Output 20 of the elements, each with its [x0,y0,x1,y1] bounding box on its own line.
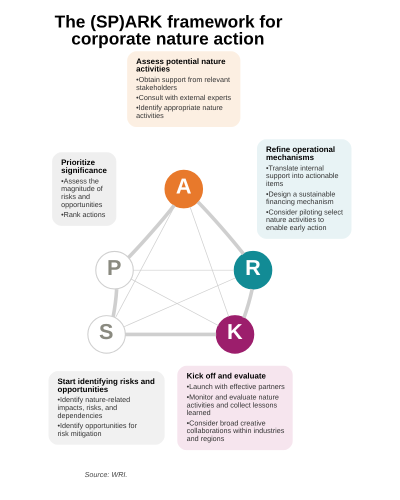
node-circle: R [234,250,272,290]
node-circle: S [87,315,126,354]
connector [196,200,245,256]
connector [115,205,176,318]
connector [190,206,230,318]
label: Source: WRI. [84,470,128,479]
node-box: Refine operational mechanisms •Translate internal support into actionable items •Design a sustainable financing mechanism •Consider piloting select nature activities to enable early action [256,139,352,239]
node-circle: K [216,315,254,354]
node-circle: P [95,250,134,290]
connector [127,204,176,259]
connector [130,278,219,326]
connector [125,332,216,336]
connector [124,277,236,328]
diagram-title: The (SP)ARK framework for corporate nature action [54,11,282,49]
node-box: Assess potential nature activities •Obtain support from relevant stakeholders •Consult with external experts •Identify appropriate nature activities [127,51,240,128]
node-circle: A [164,170,204,208]
connector [242,288,254,318]
node-box: Kick off and evaluate •Launch with effective partners •Monitor and evaluate nature activities and collect lessons learned •Consider broad creative collaborations within industries and regions [177,366,293,450]
connector [111,288,118,318]
connector [133,270,234,271]
